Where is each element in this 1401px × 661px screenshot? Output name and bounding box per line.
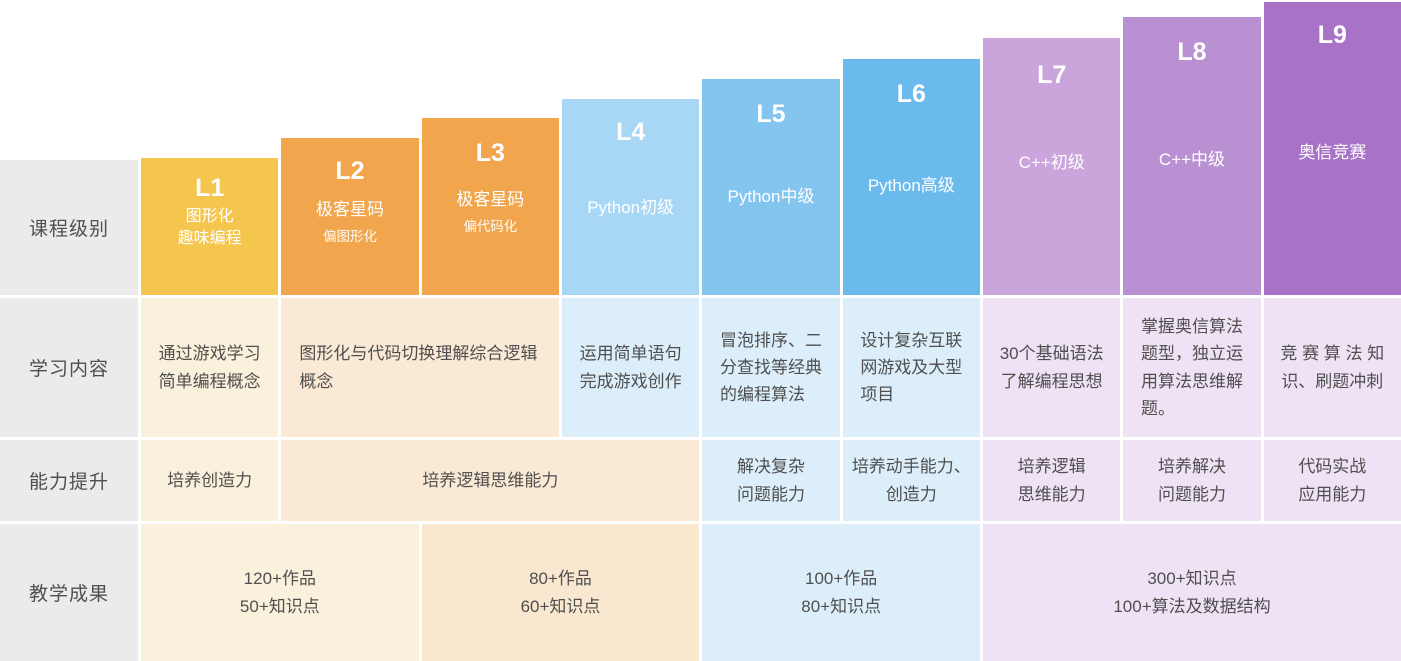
learning-cell-l4: 运用简单语句 完成游戏创作 (561, 298, 700, 437)
level-header-l3: L3 极客星码 偏代码化 (421, 118, 559, 295)
level-badge-l1: L1 (195, 174, 225, 202)
level-subtitle-l5: Python中级 (727, 186, 815, 206)
learning-cell-l1: 通过游戏学习 简单编程概念 (141, 298, 279, 437)
outcome-cell-l7-l9: 300+知识点 100+算法及数据结构 (982, 524, 1401, 661)
level-badge-l5: L5 (756, 100, 786, 128)
ability-cell-l6: 培养动手能力、 创造力 (842, 440, 980, 521)
level-header-l7: L7 C++初级 (982, 38, 1121, 295)
ability-cell-l1: 培养创造力 (141, 440, 279, 521)
row-label-course-level: 课程级别 (0, 160, 138, 295)
outcome-cell-l5-l6: 100+作品 80+知识点 (702, 524, 980, 661)
level-subtitle-l6: Python高级 (867, 175, 955, 195)
level-header-l8: L8 C++中级 (1123, 17, 1261, 295)
ability-cell-l9: 代码实战 应用能力 (1263, 440, 1401, 521)
level-subtitle-l3: 极客星码 (456, 189, 525, 209)
row-label-ability: 能力提升 (0, 440, 138, 521)
learning-cell-l5: 冒泡排序、二 分查找等经典 的编程算法 (702, 298, 840, 437)
level-subtitle-l7: C++初级 (1018, 152, 1085, 172)
outcome-cell-l3-l4: 80+作品 60+知识点 (421, 524, 700, 661)
level-header-l1: L1 图形化 趣味编程 (141, 158, 279, 295)
level-subtitle-l8: C++中级 (1158, 149, 1226, 169)
level-header-l2: L2 极客星码 偏图形化 (281, 138, 419, 295)
learning-cell-l6: 设计复杂互联 网游戏及大型 项目 (842, 298, 980, 437)
level-badge-l8: L8 (1177, 38, 1207, 66)
level-header-l6: L6 Python高级 (842, 59, 980, 295)
ability-cell-l2-l4: 培养逻辑思维能力 (281, 440, 700, 521)
ability-cell-l8: 培养解决 问题能力 (1123, 440, 1261, 521)
level-badge-l7: L7 (1037, 61, 1067, 89)
ability-cell-l7: 培养逻辑 思维能力 (982, 440, 1121, 521)
level-badge-l2: L2 (335, 157, 365, 185)
row-label-learning-content: 学习内容 (0, 298, 138, 437)
level-badge-l9: L9 (1317, 21, 1347, 49)
level-badge-l6: L6 (896, 80, 926, 108)
level-badge-l3: L3 (475, 139, 505, 167)
level-subtitle-l2: 极客星码 (315, 199, 384, 219)
level-note-l2: 偏图形化 (322, 228, 377, 244)
level-subtitle-l4: Python初级 (587, 197, 675, 217)
level-note-l3: 偏代码化 (463, 218, 518, 234)
level-badge-l4: L4 (616, 118, 646, 146)
learning-cell-l9: 竞 赛 算 法 知 识、刷题冲刺 (1263, 298, 1401, 437)
level-header-l4: L4 Python初级 (561, 99, 700, 295)
row-label-outcomes: 教学成果 (0, 524, 138, 661)
learning-cell-l2-l3: 图形化与代码切换理解综合逻辑 概念 (281, 298, 559, 437)
level-header-l5: L5 Python中级 (702, 79, 840, 295)
level-header-l9: L9 奥信竞赛 (1263, 2, 1401, 295)
level-subtitle-l1: 图形化 趣味编程 (177, 207, 242, 248)
learning-cell-l8: 掌握奥信算法 题型，独立运 用算法思维解 题。 (1123, 298, 1261, 437)
level-subtitle-l9: 奥信竞赛 (1298, 142, 1367, 162)
learning-cell-l7: 30个基础语法 了解编程思想 (982, 298, 1121, 437)
ability-cell-l5: 解决复杂 问题能力 (702, 440, 840, 521)
outcome-cell-l1-l2: 120+作品 50+知识点 (141, 524, 419, 661)
